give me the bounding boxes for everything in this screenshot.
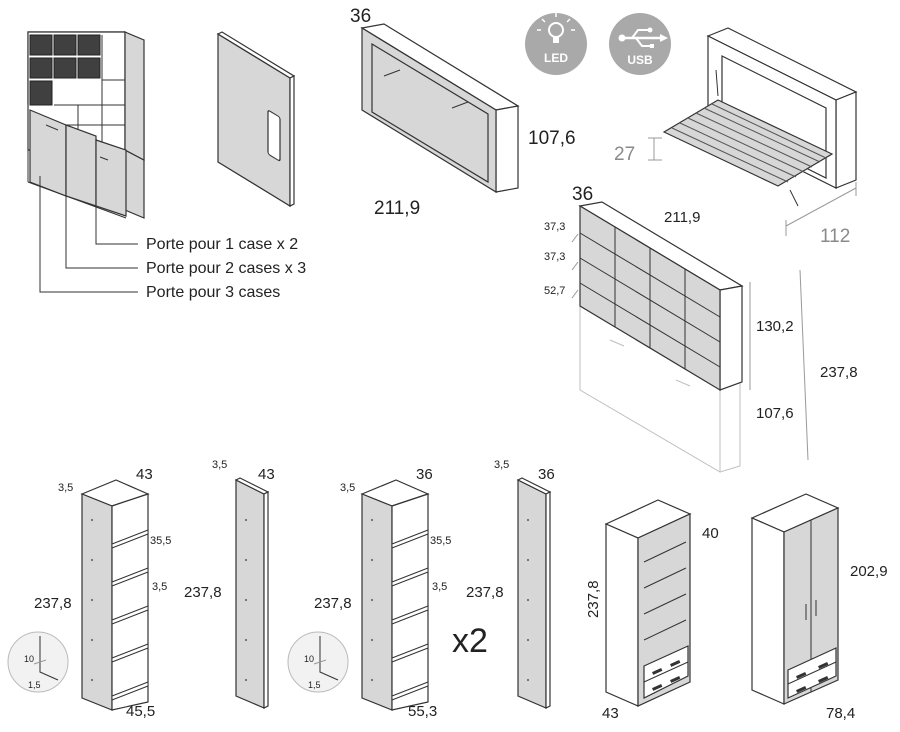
- shelf-bed-combo-illustration: [571, 201, 809, 473]
- wall-bed-closed-illustration: [360, 23, 520, 194]
- led-label: LED: [544, 51, 568, 65]
- wardrobe-illustration: [750, 493, 840, 705]
- column-36-thickness: 3,5: [340, 482, 355, 494]
- bookcase-width: 43: [602, 705, 619, 722]
- side-36-height: 237,8: [466, 584, 504, 601]
- column-43-shelf-thickness: 3,5: [152, 581, 167, 593]
- combo-total-height: 237,8: [820, 364, 858, 381]
- side-43-height: 237,8: [184, 584, 222, 601]
- column-43-shelf-gap: 35,5: [150, 535, 171, 547]
- column-36-width: 55,3: [408, 703, 437, 720]
- column-36-height: 237,8: [314, 595, 352, 612]
- wardrobe-height: 202,9: [850, 563, 888, 580]
- combo-cell-3: 52,7: [544, 285, 565, 297]
- column-36-shelf-gap: 35,5: [430, 535, 451, 547]
- combo-cell-2: 37,3: [544, 251, 565, 263]
- column-36-multiplier: x2: [452, 622, 488, 660]
- column-36-shelf-thickness: 3,5: [432, 581, 447, 593]
- combo-width: 211,9: [664, 209, 700, 226]
- column-43-height: 237,8: [34, 595, 72, 612]
- combo-cell-1: 37,3: [544, 221, 565, 233]
- side-43-thickness: 3,5: [212, 459, 227, 471]
- side-36-depth: 36: [538, 466, 555, 483]
- column-43-detail-b: 1,5: [28, 680, 41, 690]
- side-panel-43-illustration: [234, 477, 270, 709]
- door-cabinet-illustration: [27, 31, 145, 293]
- side-43-depth: 43: [258, 466, 275, 483]
- column-36-detail-b: 1,5: [308, 680, 321, 690]
- bed-closed-width: 211,9: [374, 198, 420, 219]
- combo-depth: 36: [572, 184, 593, 205]
- column-43-detail-a: 10: [24, 654, 34, 664]
- bed-closed-height: 107,6: [528, 128, 576, 149]
- wardrobe-width: 78,4: [826, 705, 855, 722]
- bookcase-depth: 40: [702, 525, 719, 542]
- side-panel-36-illustration: [516, 477, 552, 709]
- bookcase-illustration: [604, 499, 692, 707]
- door-panel-illustration: [216, 31, 296, 208]
- wall-bed-open-illustration: [662, 27, 858, 207]
- side-36-thickness: 3,5: [494, 459, 509, 471]
- column-36-depth: 36: [416, 466, 433, 483]
- column-43-illustration: [7, 479, 150, 711]
- usb-icon: USB: [609, 13, 671, 75]
- bed-open-depth: 112: [820, 226, 850, 247]
- legend-door-3-cases: Porte pour 3 cases: [146, 284, 280, 301]
- combo-bed-height: 107,6: [756, 405, 794, 422]
- legend-door-1-case: Porte pour 1 case x 2: [146, 236, 298, 253]
- bed-open-dimension-lines: [648, 137, 857, 236]
- bed-closed-depth: 36: [350, 6, 371, 27]
- combo-shelf-height: 130,2: [756, 318, 794, 335]
- column-36-illustration: [287, 479, 430, 711]
- bed-open-leg-height: 27: [614, 144, 635, 165]
- bookcase-height: 237,8: [585, 580, 602, 618]
- column-43-width: 45,5: [126, 703, 155, 720]
- column-43-thickness: 3,5: [58, 482, 73, 494]
- column-43-depth: 43: [136, 466, 153, 483]
- legend-door-2-cases: Porte pour 2 cases x 3: [146, 260, 306, 277]
- usb-label: USB: [627, 53, 653, 67]
- column-36-detail-a: 10: [304, 654, 314, 664]
- led-icon: LED: [525, 13, 587, 75]
